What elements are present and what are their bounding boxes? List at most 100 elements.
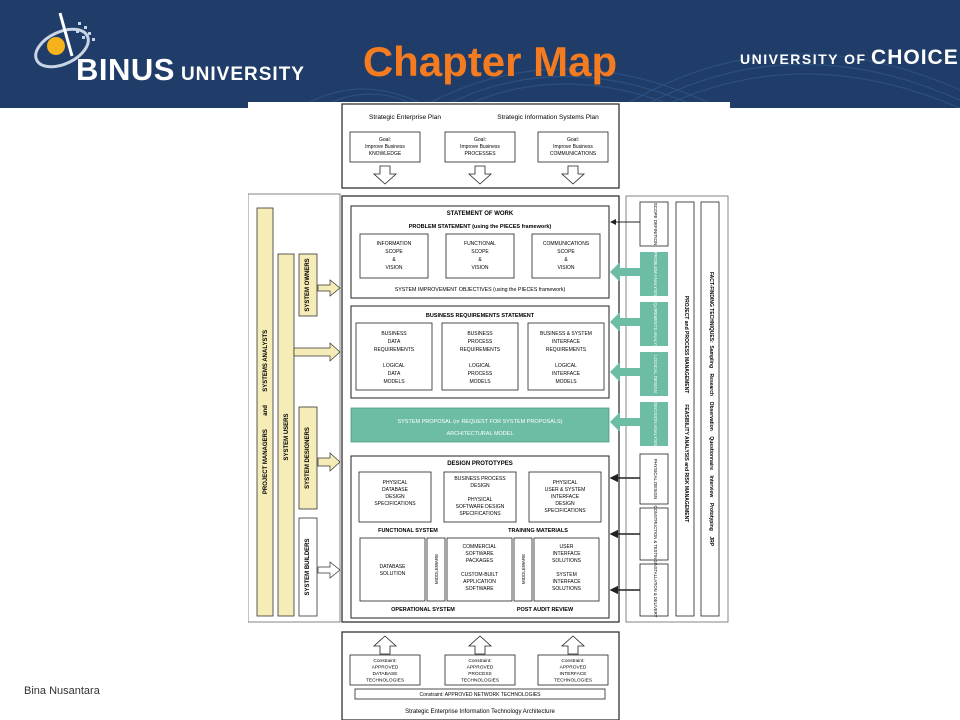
design-spec-text-line: BUSINESS PROCESS [454,476,506,482]
scope-vision-box [359,233,429,279]
middleware-label-right: MIDDLEWARE [521,554,526,584]
scope-vision-text-line: COMMUNICATIONS [543,241,590,247]
constraint-text-line: Constraint: [561,658,584,664]
constraint-text-line: Constraint: [373,658,396,664]
database-solution-line: SOLUTION [380,571,406,577]
strategic-enterprise-plan-label: Strategic Enterprise Plan [369,114,441,121]
requirement-text-line: BUSINESS [467,331,493,337]
network-constraint-label: Constraint: APPROVED NETWORK TECHNOLOGIE… [419,692,541,698]
interface-solutions-line: INTERFACE [552,551,581,557]
requirement-text-line: REQUIREMENTS [460,347,501,353]
design-spec-text-line: SPECIFICATIONS [374,501,416,507]
interface-solutions-box [533,537,600,602]
scope-vision-text-line: VISION [472,265,489,271]
system-builders-bar [298,517,318,617]
goal-text-line: Improve Business [460,144,500,150]
goal-text-line: KNOWLEDGE [369,151,402,157]
software-line: CUSTOM-BUILT [461,572,498,578]
statement-of-work-box: STATEMENT OF WORK PROBLEM STATEMENT (usi… [350,205,610,299]
interface-solutions-text: USERINTERFACESOLUTIONSSYSTEMINTERFACESOL… [552,544,582,592]
requirement-text-line: BUSINESS & SYSTEM [540,331,592,337]
requirement-text-line: PROCESS [468,339,493,345]
system-designers-label: SYSTEM DESIGNERS [305,427,311,489]
design-spec-text-line: PHYSICAL [553,480,578,486]
system-users-label: SYSTEM USERS [284,413,290,460]
system-owners-label: SYSTEM OWNERS [305,258,311,311]
scope-vision-boxes: INFORMATIONSCOPE&VISIONFUNCTIONALSCOPE&V… [359,233,601,279]
interface-solutions-line: SOLUTIONS [552,558,582,564]
tagline: UNIVERSITY OF CHOICE [740,46,959,70]
brand-word-university: UNIVERSITY [180,64,305,85]
goal-text-line: PROCESSES [464,151,496,157]
phase-installation-label: INSTALLATION & DELIVERY [653,563,658,618]
constraint-text-line: DATABASE [373,671,398,677]
strategic-is-plan-label: Strategic Information Systems Plan [497,114,599,121]
requirement-box [355,322,433,391]
interface-solutions-line: SYSTEM [556,572,577,578]
middleware-box-right [513,537,533,602]
phase-problem-box [640,252,668,296]
system-proposal-band: SYSTEM PROPOSAL (or REQUEST FOR SYSTEM P… [350,407,610,443]
design-spec-boxes: PHYSICALDATABASEDESIGNSPECIFICATIONSBUSI… [358,471,602,523]
requirement-text-line: MODELS [469,379,491,385]
network-constraint-box [354,688,606,700]
requirement-text-line: LOGICAL [555,363,577,369]
design-spec-box [443,471,517,523]
left-role-bars: PROJECT MANAGERS and SYSTEMS ANALYSTS SY… [248,193,341,623]
software-line: SOFTWARE [465,586,494,592]
constraint-box [349,654,421,686]
phase-decision-label: DECISION ANALYSIS [653,402,658,446]
statement-of-work-title: STATEMENT OF WORK [447,211,514,217]
design-spec-text-line: DESIGN [555,501,575,507]
constraint-text-line: APPROVED [372,665,399,671]
phase-scope-label: SCOPE DEFINITION [653,203,658,246]
interface-solutions-line: SOLUTIONS [552,586,582,592]
requirement-text-line: DATA [388,339,401,345]
goal-box [537,131,609,163]
goal-down-arrow [560,165,586,185]
phase-construction-box [639,507,669,561]
constraint-boxes: Constraint:APPROVEDDATABASETECHNOLOGIESC… [349,635,609,686]
requirement-box [441,322,519,391]
requirement-text-line: INTERFACE [552,371,581,377]
constraint-text-line: INTERFACE [560,671,587,677]
constraint-up-arrow [372,635,398,655]
scope-vision-text-line: & [564,257,568,263]
functional-system-label: FUNCTIONAL SYSTEM [378,528,438,534]
software-line: APPLICATION [463,579,496,585]
design-spec-text-line: SPECIFICATIONS [459,511,501,517]
improvement-objectives-label: SYSTEM IMPROVEMENT OBJECTIVES (using the… [395,287,566,293]
goal-text-line: Goal: [474,137,486,143]
goal-down-arrow [372,165,398,185]
database-solution-box [359,537,426,602]
problem-statement-label: PROBLEM STATEMENT (using the PIECES fram… [409,224,552,230]
goal-down-arrow [467,165,493,185]
scope-vision-box [445,233,515,279]
software-text: COMMERCIALSOFTWAREPACKAGESCUSTOM-BUILTAP… [461,544,498,592]
design-spec-text-line: DESIGN [385,494,405,500]
phase-problem-label: PROBLEM ANALYSIS [653,252,658,297]
managers-analysts-bar [256,207,274,617]
requirement-text-line: REQUIREMENTS [374,347,415,353]
requirement-text-line: PROCESS [468,371,493,377]
constraint-text-line: PROCESS [468,671,491,677]
goal-box [444,131,516,163]
system-users-bar [277,253,295,617]
phase-decision-box [640,402,668,446]
goal-text-line: Goal: [379,137,391,143]
goal-text-line: COMMUNICATIONS [550,151,597,157]
requirement-text-line: LOGICAL [469,363,491,369]
interface-solutions-line: USER [560,544,574,550]
design-spec-text-line: INTERFACE [551,494,580,500]
constraint-up-arrow [560,635,586,655]
design-spec-text-line: PHYSICAL [468,497,493,503]
builders-arrow [317,561,341,579]
scope-vision-text-line: VISION [386,265,403,271]
design-prototypes-box: DESIGN PROTOTYPES PHYSICALDATABASEDESIGN… [350,455,610,619]
constraint-up-arrow [467,635,493,655]
phase-requirements-box [640,302,668,346]
design-spec-box [358,471,432,523]
goal-text-line: Goal: [567,137,579,143]
interface-solutions-line: INTERFACE [552,579,581,585]
software-line: COMMERCIAL [463,544,497,550]
